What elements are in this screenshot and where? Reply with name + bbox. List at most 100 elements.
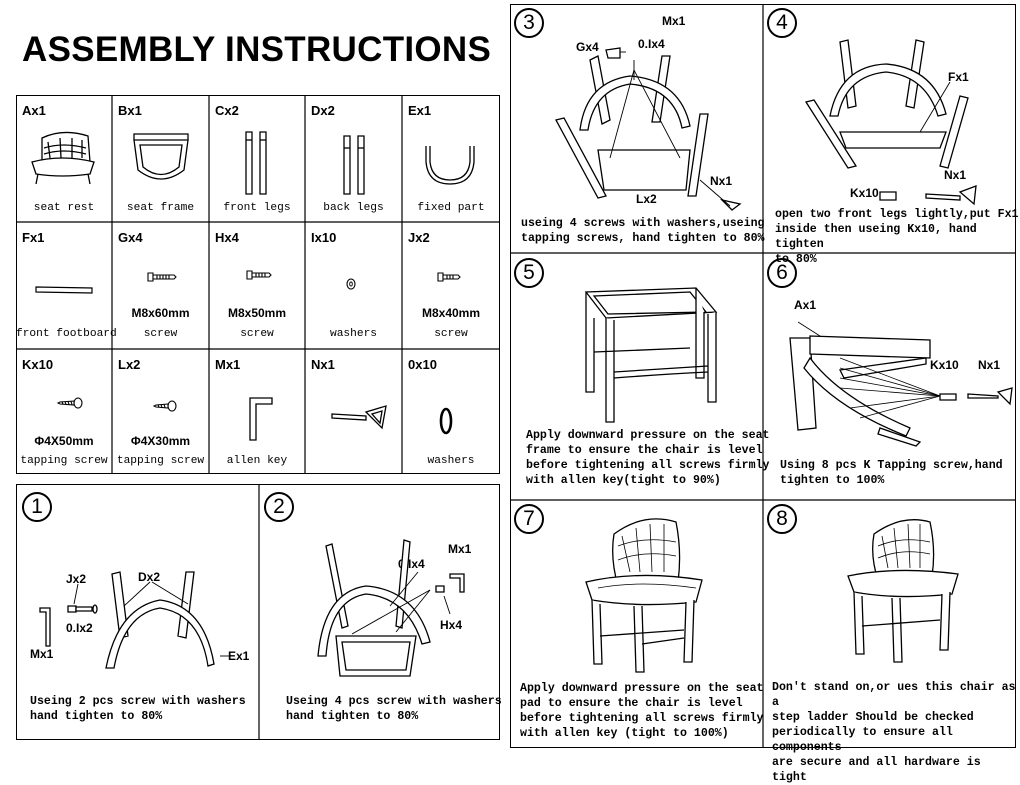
part-id: Lx2: [118, 357, 141, 372]
step-number-1: 1: [22, 492, 52, 522]
step-3-line: useing 4 screws with washers,useing: [521, 217, 765, 230]
front-legs-icon: [240, 130, 274, 196]
washer-icon: [345, 277, 357, 291]
step-6-line: Using 8 pcs K Tapping screw,hand: [780, 459, 1003, 472]
part-id: Nx1: [311, 357, 335, 372]
step-8-line: step ladder Should be checked: [772, 711, 974, 724]
part-spec: M8x50mm: [227, 306, 287, 320]
step-7-text: Apply downward pressure on the seat pad …: [520, 681, 764, 741]
part-description: tapping screw: [20, 455, 108, 467]
parts-grid: [0, 0, 1020, 748]
step-1-text: Useing 2 pcs screw with washers hand tig…: [30, 694, 246, 724]
step-2-diagram: [300, 536, 500, 684]
step-4-line: inside then useing Kx10, hand tighten: [775, 223, 977, 251]
step-8-line: Don't stand on,or ues this chair as a: [772, 681, 1016, 709]
part-id: 0x10: [408, 357, 437, 372]
page-title: ASSEMBLY INSTRUCTIONS: [22, 30, 492, 69]
step-1-2-panel: [16, 484, 500, 740]
step-6-label: Ax1: [794, 298, 817, 312]
part-id: Kx10: [22, 357, 54, 372]
step-6-label: Kx10: [930, 358, 959, 372]
part-id: Ax1: [22, 103, 46, 118]
screw-icon: [146, 270, 178, 284]
step-2-label: Mx1: [448, 542, 472, 556]
step-1-label: Dx2: [138, 570, 161, 584]
step-1-label: Jx2: [66, 572, 87, 586]
part-description: screw: [240, 328, 274, 340]
part-id: Ix10: [311, 230, 337, 245]
part-id: Mx1: [215, 357, 241, 372]
step-1-2-divider: [0, 0, 1020, 748]
step-5-text: Apply downward pressure on the seat fram…: [526, 428, 770, 488]
step-4-label: Fx1: [948, 70, 969, 84]
step-2-line: Useing 4 pcs screw with washers: [286, 695, 502, 708]
part-spec: Φ4X50mm: [34, 434, 94, 448]
step-4-label: Nx1: [944, 168, 967, 182]
step-6-label: Nx1: [978, 358, 1001, 372]
step-1-diagram: [20, 560, 256, 672]
allen-key-icon: [246, 396, 276, 442]
step-1-label: Ex1: [228, 649, 250, 663]
washer-ring-icon: [438, 406, 454, 436]
wrench-icon: [330, 404, 390, 430]
step-6-diagram: [780, 318, 1016, 448]
part-description: front legs: [223, 202, 291, 214]
screw-icon: [245, 268, 273, 282]
step-6-text: Using 8 pcs K Tapping screw,hand tighten…: [780, 458, 1003, 488]
step-4-line: to 80%: [775, 253, 817, 266]
step-number-7: 7: [514, 504, 544, 534]
part-description: screw: [434, 328, 468, 340]
step-7-diagram: [578, 512, 718, 672]
tapping-screw-icon: [152, 399, 178, 413]
part-id: Ex1: [408, 103, 432, 118]
step-1-line: hand tighten to 80%: [30, 710, 163, 723]
step-7-line: Apply downward pressure on the seat: [520, 682, 764, 695]
step-number-3: 3: [514, 8, 544, 38]
step-3-label: Mx1: [662, 14, 686, 28]
part-id: Hx4: [215, 230, 239, 245]
step-5-line: before tightening all screws firmly: [526, 459, 770, 472]
step-4-line: open two front legs lightly,put Fx1: [775, 208, 1019, 221]
part-id: Fx1: [22, 230, 45, 245]
part-description: screw: [143, 328, 178, 340]
step-8-line: periodically to ensure all components: [772, 726, 953, 754]
step-number-2: 2: [264, 492, 294, 522]
tapping-screw-icon: [56, 396, 84, 410]
part-description: seat frame: [126, 202, 195, 214]
step-7-line: pad to ensure the chair is level: [520, 697, 743, 710]
screw-icon: [436, 270, 464, 284]
step-2-label: Hx4: [440, 618, 463, 632]
steps-right-grid: [0, 0, 1020, 748]
step-1-line: Useing 2 pcs screw with washers: [30, 695, 246, 708]
parts-table: [16, 95, 500, 474]
step-7-line: with allen key (tight to 100%): [520, 727, 729, 740]
seat-frame-icon: [126, 130, 196, 190]
part-id: Cx2: [215, 103, 239, 118]
part-description: washers: [330, 328, 377, 340]
step-7-line: before tightening all screws firmly: [520, 712, 764, 725]
step-3-label: Nx1: [710, 174, 733, 188]
step-4-diagram: [800, 36, 1000, 204]
step-8-line: are secure and all hardware is tight: [772, 756, 981, 784]
step-2-text: Useing 4 pcs screw with washers hand tig…: [286, 694, 502, 724]
step-6-line: tighten to 100%: [780, 474, 885, 487]
step-3-label: Lx2: [636, 192, 657, 206]
back-legs-icon: [338, 134, 372, 196]
part-description: back legs: [323, 202, 384, 214]
step-2-line: hand tighten to 80%: [286, 710, 419, 723]
step-8-text: Don't stand on,or ues this chair as a st…: [772, 680, 1020, 785]
part-description: tapping screw: [116, 455, 205, 467]
part-description: seat rest: [33, 202, 95, 214]
step-4-text: open two front legs lightly,put Fx1 insi…: [775, 207, 1020, 267]
step-5-line: frame to ensure the chair is level: [526, 444, 763, 457]
step-5-diagram: [576, 282, 726, 428]
step-number-4: 4: [767, 8, 797, 38]
step-number-6: 6: [767, 258, 797, 288]
step-number-8: 8: [767, 504, 797, 534]
step-3-label: Gx4: [576, 40, 599, 54]
step-3-label: 0.Ix4: [638, 37, 665, 51]
part-id: Dx2: [311, 103, 335, 118]
part-id: Jx2: [408, 230, 430, 245]
front-footboard-icon: [34, 284, 94, 296]
step-3-line: tapping screws, hand tighten to 80%: [521, 232, 765, 245]
